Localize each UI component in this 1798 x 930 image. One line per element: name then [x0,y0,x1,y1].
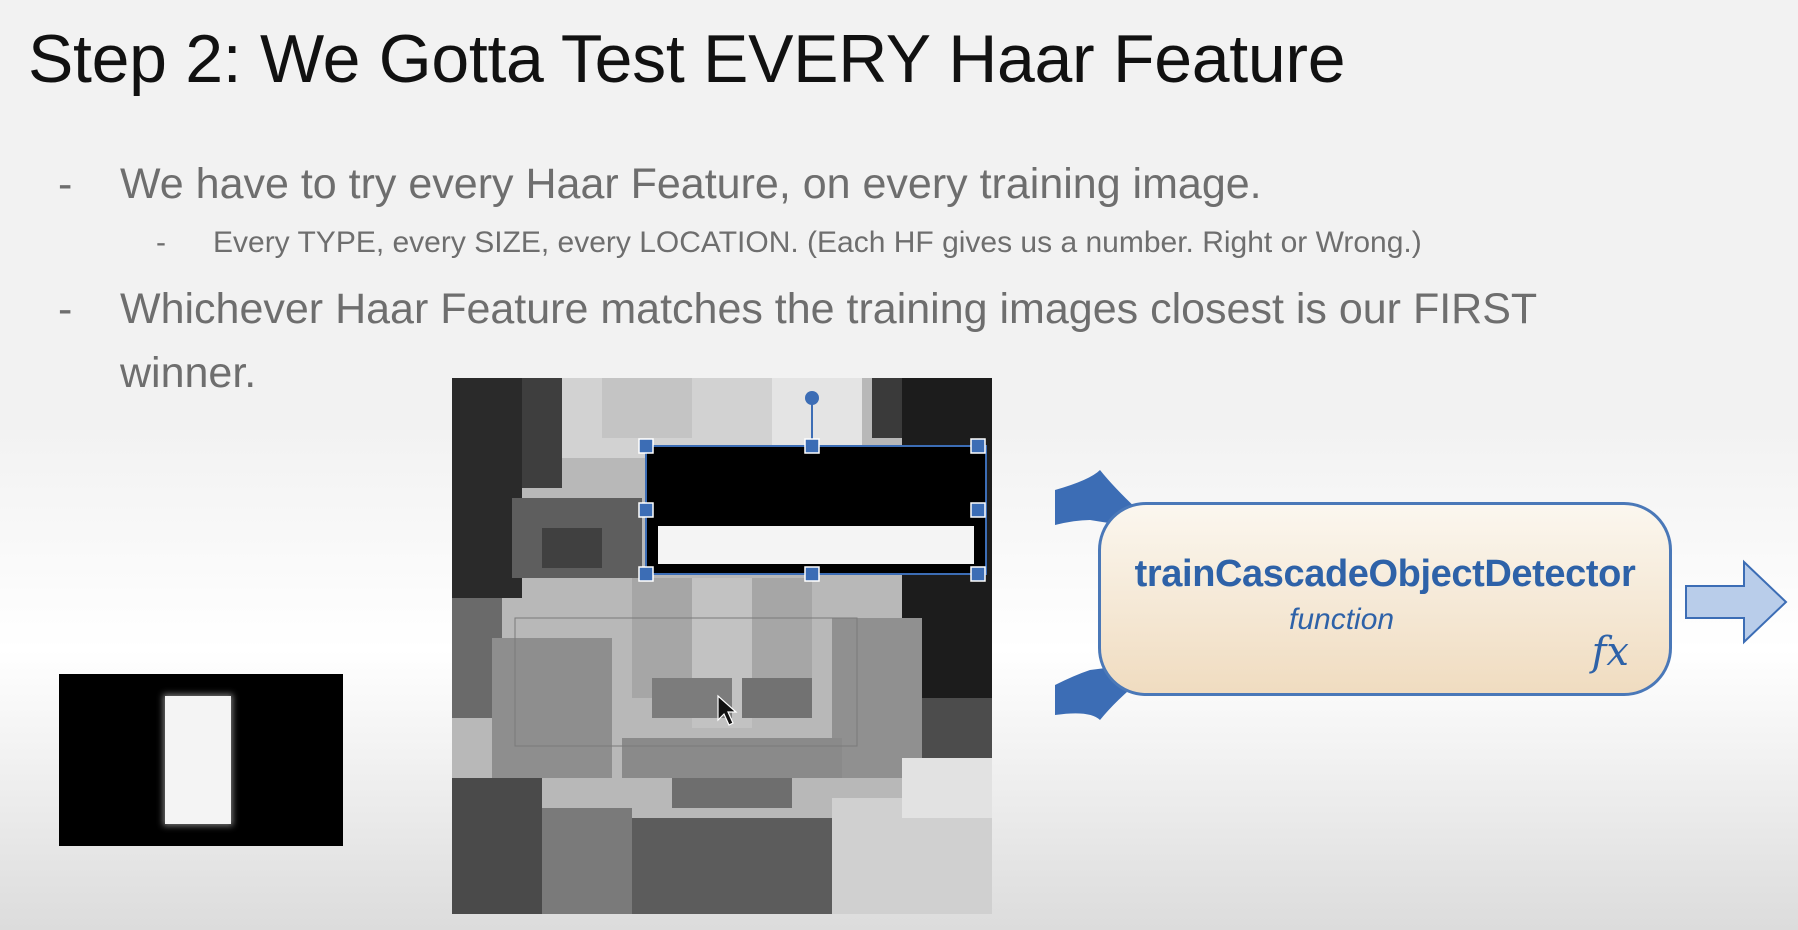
resize-handle[interactable] [804,438,820,454]
resize-handle[interactable] [970,438,986,454]
fx-icon: fx [1591,629,1629,675]
sub-bullet-1: Every TYPE, every SIZE, every LOCATION. … [213,226,1422,259]
output-arrow-icon [1685,559,1788,645]
function-type-label: function [1289,603,1395,636]
bullet-dash: - [58,160,73,208]
resize-handle[interactable] [638,566,654,582]
resize-handle[interactable] [638,438,654,454]
bullet-1: We have to try every Haar Feature, on ev… [120,160,1262,208]
haar-feature-vertical-icon [59,674,343,846]
slide-title: Step 2: We Gotta Test EVERY Haar Feature [28,21,1346,97]
resize-handle[interactable] [638,502,654,518]
resize-handle[interactable] [970,566,986,582]
haar-feature-horizontal-selected[interactable] [638,391,987,582]
bullet-dash: - [58,285,73,333]
haar-feature-white-region [165,696,231,824]
face-image-with-feature [452,378,992,914]
resize-handle[interactable] [970,502,986,518]
bullet-2: Whichever Haar Feature matches the train… [120,285,1537,397]
cursor-arrow-icon [717,694,738,726]
rotate-handle[interactable] [805,391,819,405]
resize-handle[interactable] [804,566,820,582]
function-block[interactable]: trainCascadeObjectDetector function fx [1098,502,1672,696]
sub-bullet-dash: - [156,226,166,259]
function-name: trainCascadeObjectDetector [1134,553,1636,595]
